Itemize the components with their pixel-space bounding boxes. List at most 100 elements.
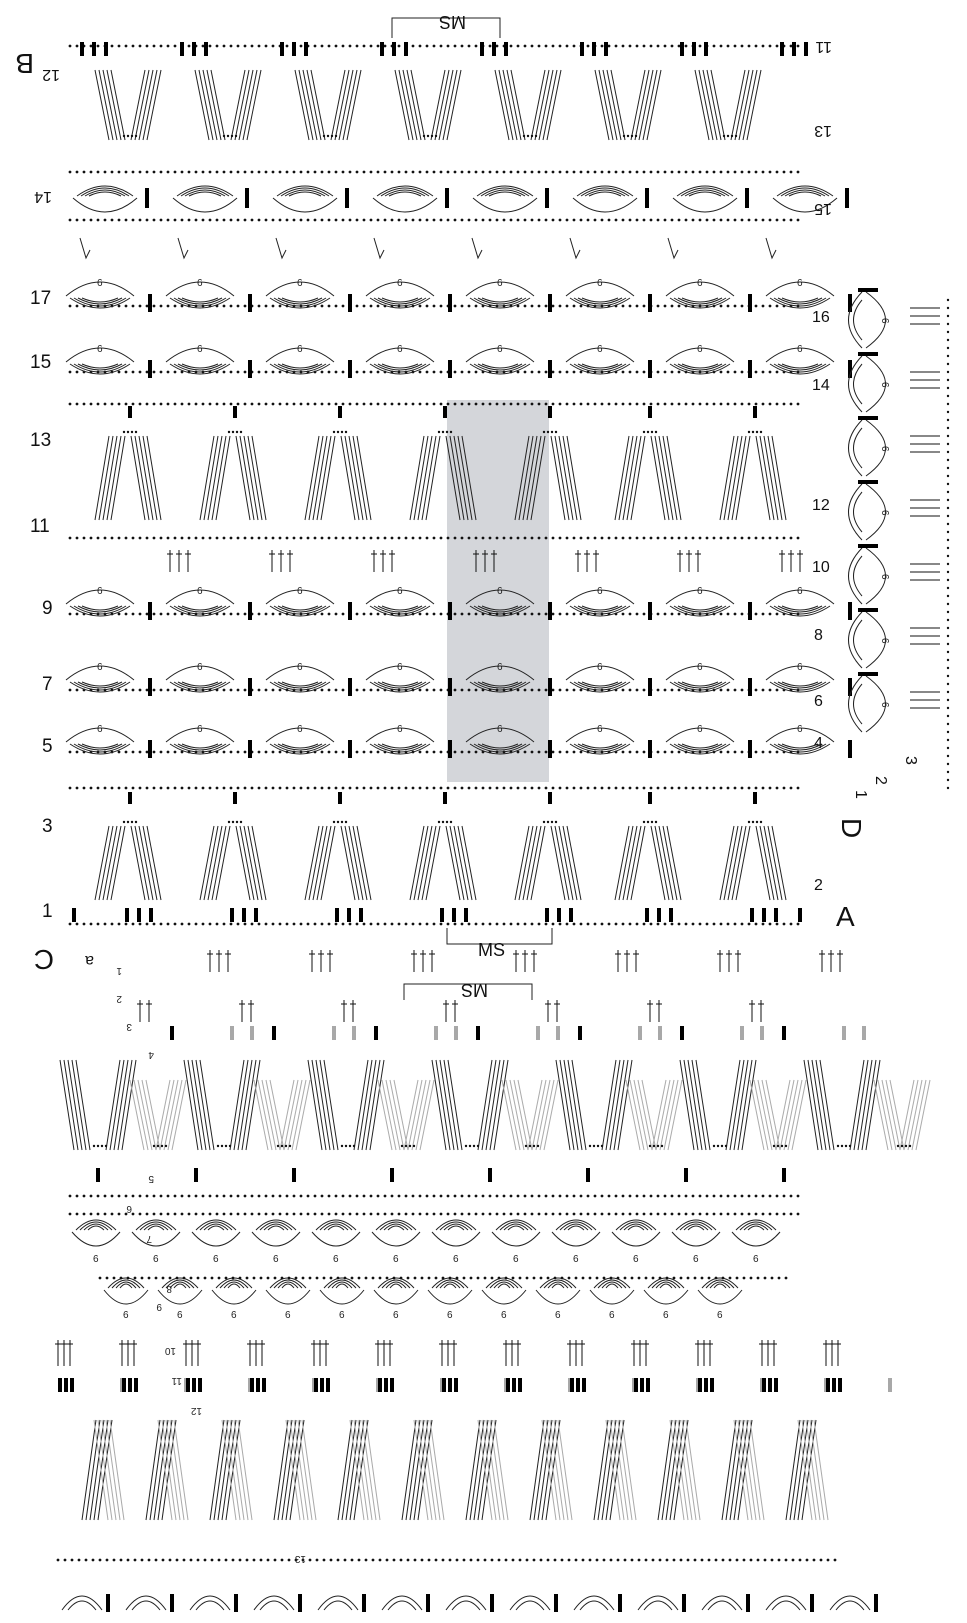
shell-arc bbox=[182, 606, 218, 610]
stitch-post bbox=[233, 792, 237, 804]
chain-loop bbox=[373, 198, 437, 212]
shell-arc bbox=[208, 1226, 224, 1230]
chain-stitch bbox=[433, 171, 436, 174]
chain-stitch bbox=[713, 403, 716, 406]
stitch-post bbox=[586, 1168, 590, 1182]
shell-arc bbox=[498, 1284, 510, 1288]
slanted-stitch bbox=[131, 436, 145, 520]
chain-stitch bbox=[293, 1213, 296, 1216]
slanted-stitch bbox=[208, 436, 222, 520]
chain-loop bbox=[372, 1232, 420, 1246]
slanted-stitch bbox=[663, 436, 677, 520]
stitch-post bbox=[782, 1168, 786, 1182]
chain-stitch bbox=[783, 923, 786, 926]
chain-stitch bbox=[496, 45, 499, 48]
slanted-stitch bbox=[611, 70, 625, 140]
chain-stitch bbox=[440, 923, 443, 926]
chain-stitch bbox=[426, 923, 429, 926]
slanted-stitch bbox=[254, 1080, 268, 1150]
repeat-bracket-top: MS bbox=[392, 12, 500, 38]
chain-stitch bbox=[594, 923, 597, 926]
chain-stitch bbox=[314, 923, 317, 926]
stitch-post bbox=[345, 188, 349, 208]
chain-stitch bbox=[132, 923, 135, 926]
chain-stitch bbox=[125, 45, 128, 48]
slanted-stitch bbox=[531, 826, 545, 900]
slanted-stitch bbox=[111, 70, 125, 140]
chain-stitch bbox=[666, 1277, 669, 1280]
chain-stitch bbox=[118, 923, 121, 926]
chain-stitch bbox=[83, 787, 86, 790]
chain-stitch bbox=[134, 1559, 137, 1562]
chain-stitch bbox=[125, 403, 128, 406]
chain-stitch bbox=[132, 537, 135, 540]
slanted-stitch bbox=[207, 70, 221, 140]
border-chain-count: 6 bbox=[879, 638, 890, 644]
shell-arc bbox=[182, 744, 218, 748]
slanted-stitch bbox=[631, 826, 645, 900]
chain-stitch bbox=[727, 219, 730, 222]
slanted-stitch bbox=[776, 1080, 790, 1150]
chain-stitch bbox=[230, 787, 233, 790]
chain-stitch bbox=[384, 1213, 387, 1216]
chain-stitch bbox=[216, 787, 219, 790]
chain-stitch bbox=[431, 135, 433, 137]
chain-stitch bbox=[706, 537, 709, 540]
slanted-stitch bbox=[349, 826, 363, 900]
stitch-post bbox=[710, 1378, 714, 1392]
stitch-post bbox=[740, 1026, 744, 1040]
chain-stitch bbox=[188, 403, 191, 406]
chain-stitch bbox=[773, 1145, 775, 1147]
chain-stitch bbox=[559, 219, 562, 222]
chain-stitch bbox=[671, 923, 674, 926]
chain-stitch bbox=[671, 403, 674, 406]
chain-stitch bbox=[524, 689, 527, 692]
chain-stitch bbox=[223, 613, 226, 616]
chain-stitch bbox=[629, 787, 632, 790]
border-shell-outer bbox=[849, 420, 863, 476]
bottom-shell-inner bbox=[644, 1601, 672, 1610]
slanted-stitch bbox=[735, 70, 749, 140]
chain-count-label: 6 bbox=[297, 662, 303, 673]
chain-stitch bbox=[377, 45, 380, 48]
slanted-stitch bbox=[490, 1060, 504, 1150]
chain-stitch bbox=[118, 689, 121, 692]
stitch-post bbox=[753, 406, 757, 418]
chain-stitch bbox=[573, 1213, 576, 1216]
chain-stitch bbox=[419, 689, 422, 692]
chain-stitch bbox=[482, 537, 485, 540]
chain-stitch bbox=[664, 1195, 667, 1198]
chain-stitch bbox=[106, 1277, 109, 1280]
slanted-stitch bbox=[466, 1420, 480, 1520]
border-chain-dot bbox=[947, 547, 949, 549]
chain-stitch bbox=[433, 403, 436, 406]
chain-stitch bbox=[755, 689, 758, 692]
chain-stitch bbox=[748, 219, 751, 222]
stitch-post bbox=[137, 908, 141, 922]
stitch-post bbox=[804, 42, 808, 56]
slanted-stitch bbox=[912, 1080, 926, 1150]
chain-stitch bbox=[349, 787, 352, 790]
chain-stitch bbox=[524, 537, 527, 540]
shell-arc bbox=[568, 1226, 584, 1230]
chain-stitch bbox=[328, 305, 331, 308]
chain-stitch bbox=[725, 1145, 727, 1147]
bottom-shell-inner bbox=[772, 1601, 800, 1610]
stitch-post bbox=[874, 1594, 878, 1612]
chain-stitch bbox=[461, 1213, 464, 1216]
chain-stitch bbox=[643, 219, 646, 222]
stitch-post bbox=[604, 42, 608, 56]
chain-stitch bbox=[531, 371, 534, 374]
slanted-stitch bbox=[349, 436, 363, 520]
chain-stitch bbox=[426, 613, 429, 616]
chain-stitch bbox=[734, 1213, 737, 1216]
chain-stitch bbox=[341, 821, 343, 823]
chain-stitch bbox=[454, 923, 457, 926]
chain-stitch bbox=[314, 171, 317, 174]
slanted-stitch bbox=[316, 1060, 330, 1150]
chain-stitch bbox=[221, 1145, 223, 1147]
chain-loop bbox=[104, 1290, 148, 1304]
shell-arc bbox=[682, 298, 718, 302]
slanted-stitch bbox=[239, 70, 253, 140]
stitch-post bbox=[440, 908, 444, 922]
